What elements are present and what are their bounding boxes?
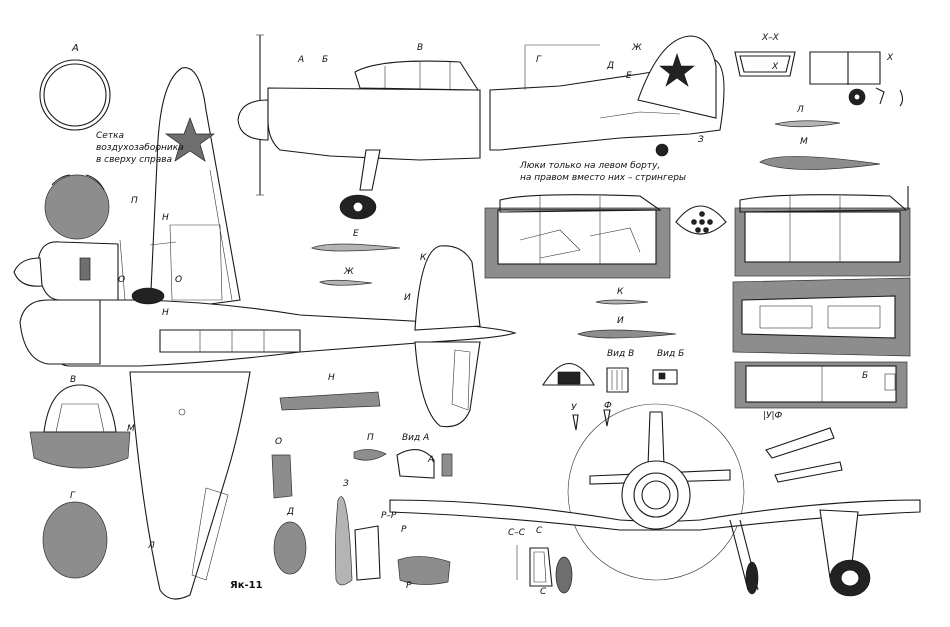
label-side-e: Е — [626, 71, 632, 81]
front-view — [389, 403, 921, 597]
label-l-top: Л — [797, 105, 804, 115]
label-side-v: В — [417, 43, 424, 53]
label-s-bottom: С — [540, 587, 547, 597]
section-a-ring — [39, 59, 111, 131]
label-side-d: Д — [607, 61, 615, 71]
drawing-title: Як-11 — [230, 580, 263, 591]
label-n-flap: Н — [328, 373, 335, 383]
label-m-top: М — [800, 137, 808, 147]
label-p: П — [131, 196, 138, 206]
label-side-a: А — [298, 55, 305, 65]
label-s-top: С — [536, 526, 543, 536]
label-o-part: О — [275, 437, 283, 447]
label-l-wing: Л — [148, 541, 155, 551]
red-star-icon — [164, 117, 216, 162]
cockpit-cutaway-right — [734, 186, 911, 277]
label-i-tail: И — [404, 293, 411, 303]
airfoil-sections — [311, 120, 881, 339]
label-section-a: А — [72, 43, 79, 54]
floor-plan — [734, 361, 908, 409]
intake-mesh-note: Сетка воздухозаборника в сверху справа — [96, 131, 184, 165]
label-a-part: А — [428, 455, 435, 465]
label-side-z: З — [698, 135, 704, 145]
loose-parts — [271, 391, 843, 586]
section-b-canopy — [29, 384, 131, 469]
label-view-b: Вид Б — [657, 349, 685, 359]
hatches-note: Люки только на левом борту, на правом вм… — [520, 161, 687, 183]
label-f: Ф — [604, 401, 612, 411]
label-o-right: О — [175, 275, 183, 285]
label-p-part: П — [367, 433, 374, 443]
label-section-v: В — [70, 375, 77, 385]
label-view-v: Вид В — [607, 349, 635, 359]
label-section-g: Г — [70, 491, 76, 501]
intake-mesh-disk — [44, 174, 110, 240]
side-view — [237, 34, 725, 220]
label-d-part: Д — [287, 507, 295, 517]
label-side-b: Б — [322, 55, 329, 65]
label-e-section: Е — [353, 229, 359, 239]
cockpit-cutaway-left — [484, 194, 671, 279]
label-m-left: М — [127, 424, 135, 434]
section-x-x — [734, 51, 904, 107]
instrument-panel — [675, 205, 727, 235]
label-u-f: |У|Ф — [763, 411, 783, 421]
label-k-section: К — [617, 287, 624, 297]
section-s-s — [516, 545, 573, 594]
label-n-lower: Н — [162, 308, 169, 318]
label-r-r: Р–Р — [381, 511, 397, 521]
label-k-tail: К — [420, 253, 427, 263]
plan-view — [13, 67, 517, 600]
label-u: У — [571, 403, 577, 413]
label-r-top: Р — [401, 525, 407, 535]
red-star-icon — [659, 53, 695, 87]
label-view-a: Вид А — [402, 433, 430, 443]
label-side-zh: Ж — [632, 43, 642, 53]
label-b-floor: Б — [862, 371, 869, 381]
label-x-x: Х–Х — [762, 33, 779, 43]
label-side-g: Г — [536, 55, 542, 65]
label-x-right: Х — [887, 53, 894, 63]
label-r-bottom: Р — [406, 581, 412, 591]
section-g-disk — [42, 501, 108, 579]
label-x-left: Х — [772, 62, 779, 72]
label-s-s: С–С — [508, 528, 526, 538]
label-n-upper: Н — [162, 213, 169, 223]
view-v-detail — [542, 362, 678, 431]
label-i-section: И — [617, 316, 624, 326]
label-z-part: З — [343, 479, 349, 489]
cockpit-plan — [732, 277, 911, 357]
label-o-left: О — [118, 275, 126, 285]
label-zh-section: Ж — [344, 267, 354, 277]
